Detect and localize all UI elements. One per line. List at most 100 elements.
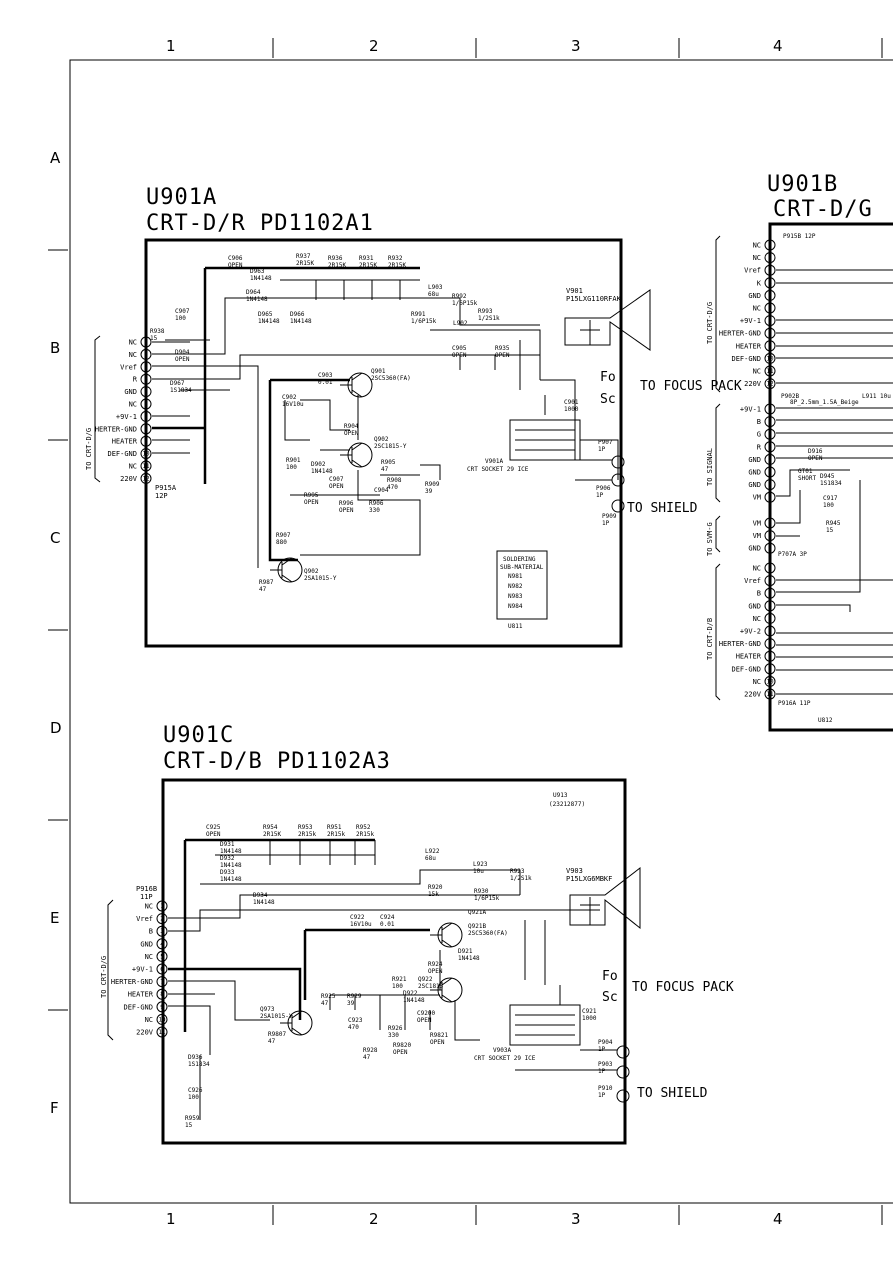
u901a-part-value-20: 16V10u xyxy=(282,401,304,408)
u901a-part-c907-8: C907 xyxy=(175,308,190,315)
u901c-part-12: R920 xyxy=(428,884,443,891)
u901b-conn3: P707A 3P xyxy=(778,551,807,558)
u901a-pin-3 xyxy=(140,361,152,373)
u901b-c1-pin-label-1: NC xyxy=(753,242,761,250)
u901b-c4-pin-5 xyxy=(764,612,776,624)
board-u901a: U901A CRT-D/R PD1102A1 P915A 12P TO CRT-… xyxy=(85,185,742,648)
u901c-part-value-15: 0.01 xyxy=(380,921,395,928)
u901a-part-r908-29: R908 xyxy=(387,477,402,484)
u901a-pin-number-10: 10 xyxy=(142,451,150,458)
grid-col-3: 3 xyxy=(571,37,581,55)
u901c-pin-label-1: NC xyxy=(145,903,153,911)
u901a-p909 xyxy=(611,499,625,513)
u901a-part-r906-31: R906 xyxy=(369,500,384,507)
u901c-part-value-8: 2R15k xyxy=(356,831,374,838)
u901b-c3-pin-label-1: VM xyxy=(753,520,761,528)
u901c-pin-label-5: NC xyxy=(145,953,153,961)
u901b-c4-pin-1 xyxy=(764,562,776,574)
u901a-part-c901-35: C901 xyxy=(564,399,579,406)
u901b-c4-pin-number-11: 11 xyxy=(766,691,774,698)
u901b-c1-pin-7 xyxy=(764,315,776,327)
u901c-part-value-10: 10u xyxy=(473,868,484,875)
u901a-part-r987-41: R987 xyxy=(259,579,274,586)
u901a-part-value-4: 2R15K xyxy=(359,262,377,269)
u901b-c1-pin-12 xyxy=(764,378,776,390)
u901a-pin-number-2: 2 xyxy=(144,351,148,358)
u901c-pin-6 xyxy=(156,963,168,975)
u901c-pin-3 xyxy=(156,925,168,937)
u901c-pin-9 xyxy=(156,1001,168,1013)
u901a-connector-pins: 12P xyxy=(155,492,168,500)
u901a-pin-10 xyxy=(140,448,152,460)
u901c-pin-number-3: 3 xyxy=(160,928,164,935)
u901c-shield: TO SHIELD xyxy=(637,1086,708,1101)
u901a-part-d966-12: D966 xyxy=(290,311,305,318)
u901c-part-value-13: 1/6P15k xyxy=(474,895,500,902)
u901c-pin-label-4: GND xyxy=(140,940,153,948)
u901a-pin-number-11: 11 xyxy=(142,463,150,470)
u901c-part-35: P903 xyxy=(598,1061,613,1068)
u901a-part-d902-24: D902 xyxy=(311,461,326,468)
u901b-c2-pin-7 xyxy=(764,479,776,491)
u901b-c3-pin-number-3: 3 xyxy=(768,545,772,552)
u901b-conn3-label: TO SVM-G xyxy=(706,522,714,556)
u901b-conn2: P902B xyxy=(781,393,799,400)
u901c-part-39: R959 xyxy=(185,1115,200,1122)
u901b-c1-pin-2 xyxy=(764,252,776,264)
u901a-transistors xyxy=(270,372,373,583)
u901c-part-4: D934 xyxy=(253,892,268,899)
u901c-part-0: C925 xyxy=(206,824,221,831)
u901c-part-value-3: 1N4148 xyxy=(220,876,242,883)
u901a-part-value-24: 1N4148 xyxy=(311,468,333,475)
u901a-part-value-29: 470 xyxy=(387,484,398,491)
u901a-part-c903-18: C903 xyxy=(318,372,333,379)
u901c-pin-number-2: 2 xyxy=(160,916,164,923)
u901c-part-value-31: 2SA1015-Y xyxy=(260,1013,293,1020)
u901c-title: U901C xyxy=(163,723,234,748)
u901a-pin-label-8: HERTER-GND xyxy=(95,425,137,433)
u901c-pin-number-7: 7 xyxy=(160,979,164,986)
u901b-c4-pin-label-3: B xyxy=(757,590,761,598)
u901b-part-3: C917 xyxy=(823,495,838,502)
u901a-part-c902-20: C902 xyxy=(282,394,297,401)
soldering-n981: N981 xyxy=(508,573,523,580)
u901b-c4-pin-number-7: 7 xyxy=(768,641,772,648)
u901b-c1-pin-number-6: 6 xyxy=(768,305,772,312)
u901c-part-value-4: 1N4148 xyxy=(253,899,275,906)
u901b-c2-pin-4 xyxy=(764,441,776,453)
u901b-c2-pin-2 xyxy=(764,416,776,428)
u901a-pin-label-12: 220V xyxy=(120,475,138,483)
grid-col-4: 4 xyxy=(773,37,783,55)
u901c-pin-label-7: HERTER-GND xyxy=(111,978,153,986)
u901a-ref: U811 xyxy=(508,623,523,630)
u901a-part-value-26: 2SC1815-Y xyxy=(374,443,407,450)
u901c-part-value-14: 16V10u xyxy=(350,921,372,928)
u901c-pin-number-1: 1 xyxy=(160,903,164,910)
u901a-part-c907-28: C907 xyxy=(329,476,344,483)
u901c-frame xyxy=(161,778,627,1145)
u901b-c4-pin-3 xyxy=(764,587,776,599)
u901c-pin-label-6: +9V-1 xyxy=(132,966,153,974)
u901c-part-13: R930 xyxy=(474,888,489,895)
u901a-pin-7 xyxy=(140,410,152,422)
u901a-part-value-3: 2R15K xyxy=(328,262,346,269)
u901a-pin-number-6: 6 xyxy=(144,401,148,408)
u901c-part-25: C923 xyxy=(348,1017,363,1024)
u901c-part-value-7: 2R15k xyxy=(327,831,345,838)
u901b-l911: L911 10u xyxy=(862,393,891,400)
u901c-part-34: P904 xyxy=(598,1039,613,1046)
u901c-part-value-27: 47 xyxy=(363,1054,371,1061)
u901b-ref: U812 xyxy=(818,717,833,724)
u901a-part-value-12: 1N4148 xyxy=(290,318,312,325)
u901a-pin-label-5: GND xyxy=(124,388,137,396)
u901b-c2-pin-label-4: R xyxy=(757,443,762,451)
u901b-c3-pin-label-3: GND xyxy=(748,545,761,553)
u901b-c1-pin-label-8: HERTER-GND xyxy=(719,330,761,338)
u901b-c1-pin-number-9: 9 xyxy=(768,343,772,350)
u901c-subtitle: CRT-D/B PD1102A3 xyxy=(163,749,391,774)
u901c-pin-label-11: 220V xyxy=(136,1029,154,1037)
u901c-part-value-1: 1N4148 xyxy=(220,848,242,855)
u901a-part-value-41: 47 xyxy=(259,586,267,593)
u901c-connector-label: P916B xyxy=(136,885,157,893)
u901a-part-r992-7: R992 xyxy=(452,293,467,300)
